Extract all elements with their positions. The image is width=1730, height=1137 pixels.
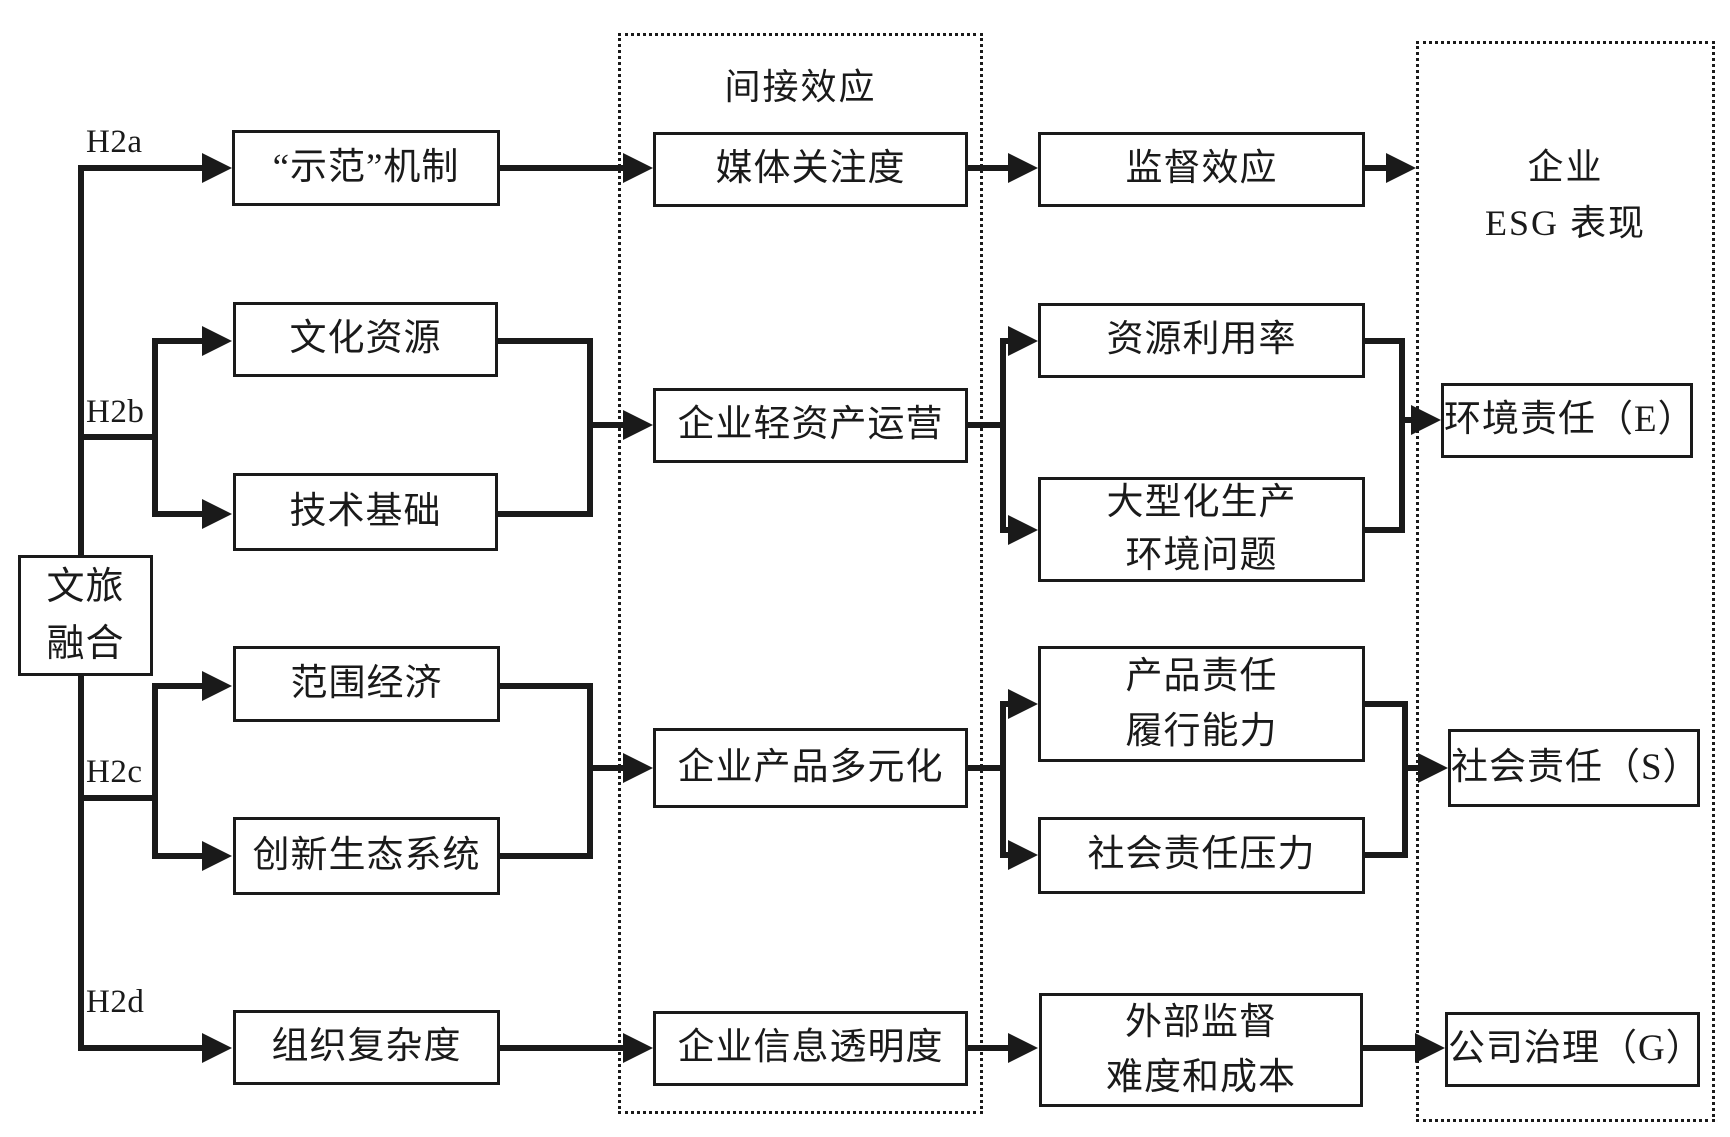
esg-group — [1416, 41, 1715, 1122]
connector-line — [152, 338, 204, 344]
node-social-responsibility: 社会责任（S） — [1448, 729, 1700, 807]
connector-line — [1399, 417, 1413, 423]
connector-line — [78, 1045, 206, 1051]
arrowhead-icon — [1411, 405, 1441, 435]
hypothesis-label-h2a: H2a — [86, 124, 143, 160]
connector-line — [587, 422, 625, 428]
connector-line — [1399, 338, 1405, 533]
arrowhead-icon — [623, 753, 653, 783]
connector-line — [587, 683, 593, 859]
indirect-effects-group-label: 间接效应 — [724, 67, 877, 107]
arrowhead-icon — [1008, 153, 1038, 183]
arrowhead-icon — [1008, 326, 1038, 356]
arrowhead-icon — [202, 841, 232, 871]
node-product-diversification: 企业产品多元化 — [653, 728, 968, 808]
connector-line — [1365, 527, 1403, 533]
connector-line — [500, 1045, 625, 1051]
node-media-attention: 媒体关注度 — [653, 132, 968, 207]
connector-line — [1000, 338, 1006, 533]
node-culture-tourism-integration: 文旅 融合 — [18, 555, 153, 676]
node-corporate-governance: 公司治理（G） — [1445, 1012, 1703, 1087]
node-product-responsibility-capability: 产品责任 履行能力 — [1038, 646, 1365, 762]
connector-line — [587, 765, 625, 771]
arrowhead-icon — [1008, 689, 1038, 719]
connector-line — [78, 165, 206, 171]
hypothesis-label-h2d: H2d — [86, 984, 145, 1020]
connector-line — [152, 853, 204, 859]
connector-line — [500, 853, 589, 859]
arrowhead-icon — [623, 153, 653, 183]
connector-line — [78, 165, 84, 555]
connector-line — [1363, 1045, 1417, 1051]
connector-line — [1000, 852, 1010, 858]
arrowhead-icon — [623, 1033, 653, 1063]
connector-line — [1000, 701, 1010, 707]
indirect-effects-group — [618, 33, 983, 1114]
connector-line — [1402, 701, 1408, 858]
node-cultural-resources: 文化资源 — [233, 302, 498, 377]
node-asset-light-operation: 企业轻资产运营 — [653, 388, 968, 463]
connector-line — [500, 683, 589, 689]
node-resource-utilization: 资源利用率 — [1038, 303, 1365, 378]
connector-line — [968, 765, 1004, 771]
connector-line — [1365, 165, 1388, 171]
arrowhead-icon — [1008, 515, 1038, 545]
arrowhead-icon — [202, 671, 232, 701]
node-technical-foundation: 技术基础 — [233, 473, 498, 551]
connector-line — [1000, 527, 1010, 533]
arrowhead-icon — [623, 410, 653, 440]
connector-line — [78, 795, 158, 801]
connector-line — [968, 1045, 1010, 1051]
connector-line — [500, 165, 625, 171]
node-demonstration-mechanism: “示范”机制 — [232, 130, 500, 206]
connector-line — [1365, 852, 1405, 858]
arrowhead-icon — [1386, 153, 1416, 183]
connector-line — [968, 422, 1004, 428]
connector-line — [968, 165, 1010, 171]
node-environmental-responsibility: 环境责任（E） — [1441, 383, 1695, 458]
arrowhead-icon — [1415, 1033, 1445, 1063]
arrowhead-icon — [1008, 840, 1038, 870]
node-external-supervision-difficulty-cost: 外部监督 难度和成本 — [1039, 993, 1363, 1107]
connector-line — [152, 511, 204, 517]
arrowhead-icon — [1418, 753, 1448, 783]
node-social-responsibility-pressure: 社会责任压力 — [1038, 817, 1365, 894]
connector-line — [498, 338, 589, 344]
esg-group-label: 企业 ESG 表现 — [1484, 147, 1646, 243]
arrowhead-icon — [202, 326, 232, 356]
arrowhead-icon — [202, 499, 232, 529]
connector-line — [1365, 701, 1405, 707]
connector-line — [152, 683, 204, 689]
arrowhead-icon — [202, 153, 232, 183]
connector-line — [152, 683, 158, 859]
connector-line — [1000, 701, 1006, 858]
node-supervision-effect: 监督效应 — [1038, 132, 1365, 207]
node-information-transparency: 企业信息透明度 — [653, 1011, 968, 1086]
connector-line — [1365, 338, 1403, 344]
node-organizational-complexity: 组织复杂度 — [233, 1010, 500, 1085]
connector-line — [78, 676, 84, 1051]
node-large-scale-production-env-issues: 大型化生产 环境问题 — [1038, 477, 1365, 582]
connector-line — [1402, 765, 1420, 771]
connector-line — [152, 338, 158, 517]
arrowhead-icon — [202, 1033, 232, 1063]
hypothesis-label-h2c: H2c — [86, 754, 143, 790]
node-economies-of-scope: 范围经济 — [233, 646, 500, 722]
hypothesis-label-h2b: H2b — [86, 394, 145, 430]
arrowhead-icon — [1008, 1033, 1038, 1063]
node-innovation-ecosystem: 创新生态系统 — [233, 817, 500, 895]
connector-line — [498, 511, 589, 517]
connector-line — [1000, 338, 1010, 344]
connector-line — [78, 434, 158, 440]
